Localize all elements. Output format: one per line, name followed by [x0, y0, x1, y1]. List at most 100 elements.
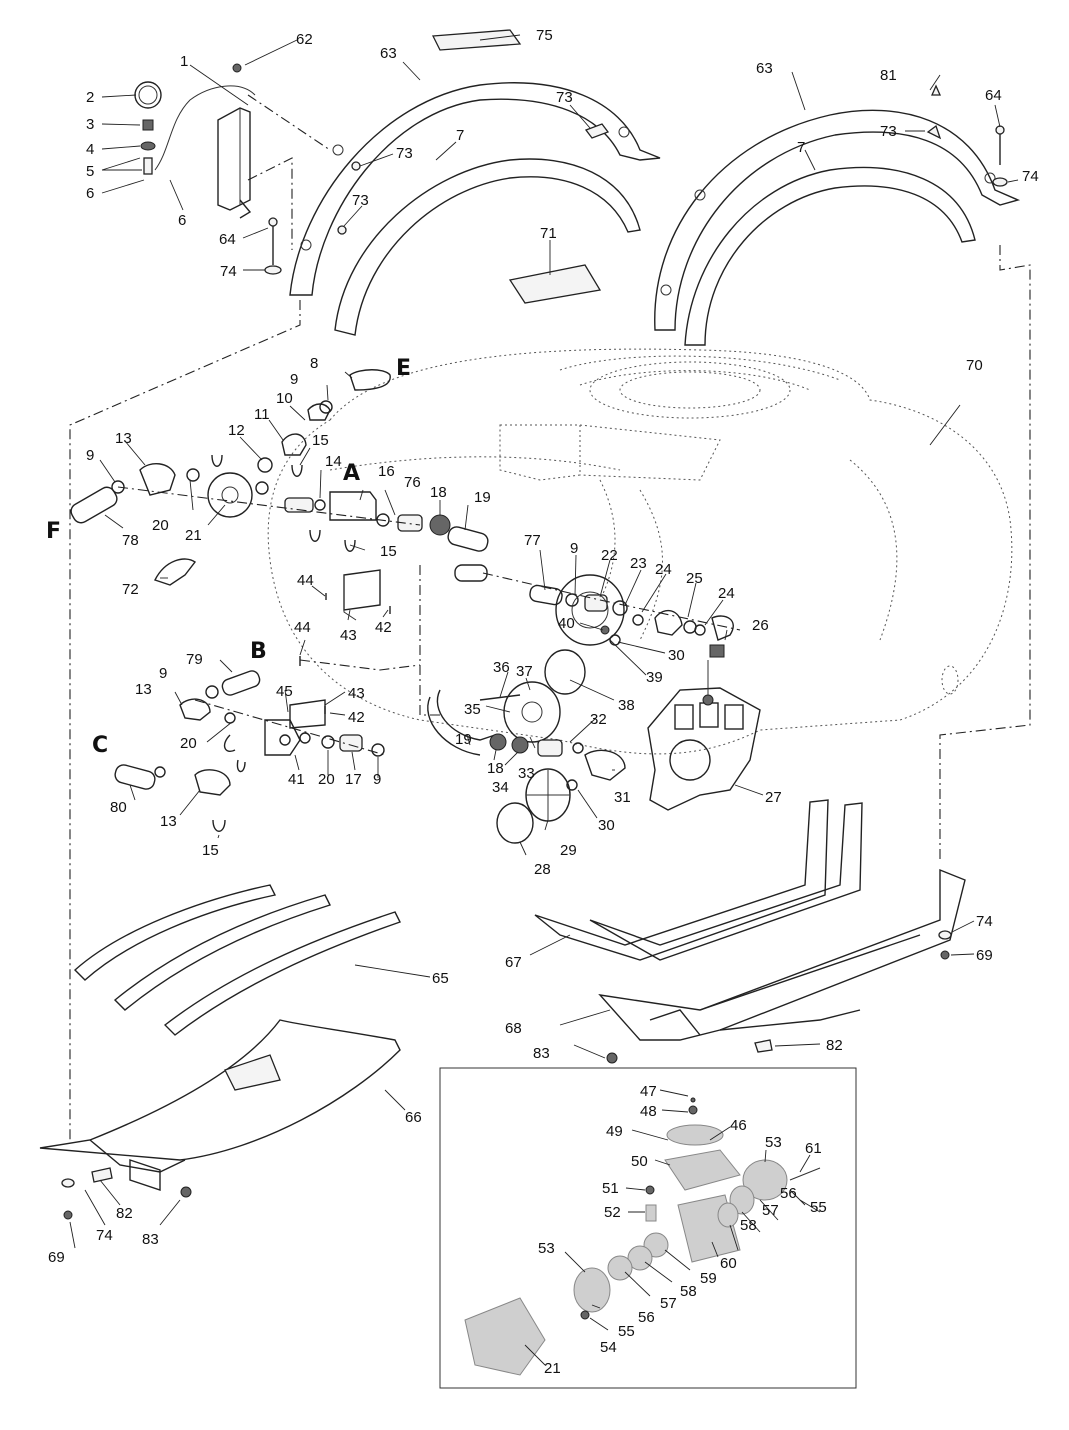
rear-frame-68	[598, 868, 966, 1041]
callout-62: 62	[296, 31, 313, 48]
callout-9a: 9	[290, 371, 298, 388]
callout-35: 35	[464, 701, 481, 718]
callout-77: 77	[524, 532, 541, 549]
callout-74c: 74	[976, 913, 993, 930]
callout-83a: 83	[533, 1045, 550, 1062]
front-cradle-66	[39, 1019, 401, 1191]
callout-64a: 64	[219, 231, 236, 248]
callout-30b: 30	[598, 817, 615, 834]
callout-24b: 24	[718, 585, 735, 602]
callout-21b: 21	[544, 1360, 561, 1377]
callout-9b: 9	[86, 447, 94, 464]
callout-58b: 58	[740, 1217, 757, 1234]
callout-70: 70	[966, 357, 983, 374]
callout-33: 33	[518, 765, 535, 782]
callout-75: 75	[536, 27, 553, 44]
callout-74a: 74	[220, 263, 237, 280]
callout-73c: 73	[556, 89, 573, 106]
callout-11: 11	[254, 406, 270, 423]
callout-1: 1	[180, 53, 188, 70]
callout-54: 54	[600, 1339, 617, 1356]
connection-letter-e: E	[396, 356, 411, 381]
callout-78: 78	[122, 532, 139, 549]
callout-79: 79	[186, 651, 203, 668]
callout-82b: 82	[116, 1205, 133, 1222]
callout-69b: 69	[48, 1249, 65, 1266]
assembly-lines	[69, 94, 1031, 1140]
decal-71	[508, 264, 602, 304]
tank-strap-left	[289, 82, 661, 296]
callout-5: 5	[86, 163, 94, 180]
callout-16: 16	[378, 463, 395, 480]
callout-6b: 6	[178, 212, 186, 229]
callout-20c: 20	[318, 771, 335, 788]
callout-61: 61	[805, 1140, 822, 1157]
pump	[647, 660, 761, 811]
tank-pad-right	[684, 166, 976, 346]
callout-34: 34	[492, 779, 509, 796]
callout-56b: 56	[780, 1185, 797, 1202]
callout-18a: 18	[430, 484, 447, 501]
callout-32: 32	[590, 711, 607, 728]
callout-10: 10	[276, 390, 293, 407]
callout-43b: 43	[348, 685, 365, 702]
callout-36: 36	[493, 659, 510, 676]
callout-3: 3	[86, 116, 94, 133]
pump-circuit	[427, 564, 734, 844]
frame-hardware	[61, 930, 952, 1220]
callout-44a: 44	[297, 572, 314, 589]
callout-29: 29	[560, 842, 577, 859]
pressure-gauge	[134, 81, 256, 175]
callout-47: 47	[640, 1083, 657, 1100]
callout-13c: 13	[160, 813, 177, 830]
callout-45: 45	[276, 683, 293, 700]
rear-brackets-67	[534, 799, 863, 961]
callout-numbers: 1 2 3 4 5 6 6 7 7 8 9 9 9 9 9 10 11 12 1…	[48, 27, 1039, 1377]
callout-57a: 57	[660, 1295, 677, 1312]
callout-63b: 63	[756, 60, 773, 77]
hardware-top	[232, 63, 1008, 275]
callout-59: 59	[700, 1270, 717, 1287]
callout-56a: 56	[638, 1309, 655, 1326]
connection-letter-f: F	[46, 519, 61, 544]
callout-66: 66	[405, 1109, 422, 1126]
leader-lines	[69, 34, 1019, 1366]
callout-24a: 24	[655, 561, 672, 578]
callout-57b: 57	[762, 1202, 779, 1219]
callout-38: 38	[618, 697, 635, 714]
callout-13a: 13	[115, 430, 132, 447]
callout-40: 40	[558, 615, 575, 632]
callout-72: 72	[122, 581, 139, 598]
callout-49: 49	[606, 1123, 623, 1140]
callout-22: 22	[601, 547, 618, 564]
callout-18b: 18	[487, 760, 504, 777]
callout-80: 80	[110, 799, 127, 816]
callout-73d: 73	[880, 123, 897, 140]
callout-73b: 73	[352, 192, 369, 209]
callout-31: 31	[614, 789, 631, 806]
callout-7a: 7	[456, 127, 464, 144]
callout-15c: 15	[202, 842, 219, 859]
callout-71: 71	[540, 225, 557, 242]
callout-23: 23	[630, 555, 647, 572]
callout-26: 26	[752, 617, 769, 634]
callout-12: 12	[228, 422, 245, 439]
connection-letter-a: A	[343, 461, 360, 486]
callout-51: 51	[602, 1180, 619, 1197]
callout-9e: 9	[373, 771, 381, 788]
callout-7b: 7	[797, 139, 805, 156]
callout-73a: 73	[396, 145, 413, 162]
callout-20a: 20	[152, 517, 169, 534]
callout-9c: 9	[570, 540, 578, 557]
decal-75	[431, 29, 522, 51]
callout-13b: 13	[135, 681, 152, 698]
callout-42b: 42	[348, 709, 365, 726]
callout-25: 25	[686, 570, 703, 587]
callout-17: 17	[345, 771, 362, 788]
callout-43a: 43	[340, 627, 357, 644]
callout-48: 48	[640, 1103, 657, 1120]
callout-76: 76	[404, 474, 421, 491]
lower-valve-assembly	[114, 656, 385, 832]
callout-65: 65	[432, 970, 449, 987]
